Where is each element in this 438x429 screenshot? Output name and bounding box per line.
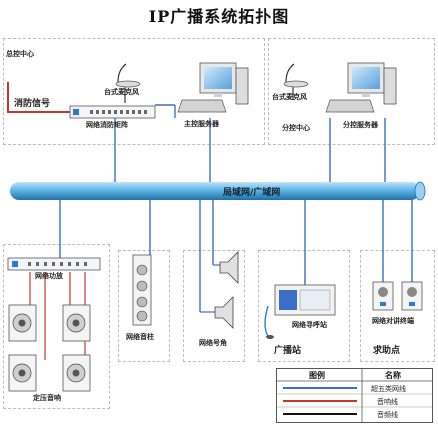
help-point-box [360, 250, 435, 362]
desk-mic-main-label: 台式麦克风 [104, 88, 139, 96]
desk-mic-sub-label: 台式麦克风 [272, 93, 307, 101]
matrix-label: 网络消防矩阵 [86, 121, 128, 129]
intercom-label: 网络对讲终端 [372, 317, 414, 325]
sub-server-label: 分控服务器 [343, 121, 378, 129]
column-speaker-unit [132, 254, 152, 326]
network-cables [59, 104, 413, 312]
speakers-label: 定压音响 [33, 394, 61, 402]
desk-mic-main [115, 63, 141, 88]
sub-server [325, 62, 397, 113]
main-server [177, 62, 249, 113]
audio-cables [124, 86, 294, 103]
amplifier-label: 网络功放 [35, 272, 63, 280]
sub-center-label: 分控中心 [282, 124, 310, 132]
legend: 图例 名称 超五类网线 音响线 音频线 [276, 368, 433, 423]
column-speaker-label: 网络音柱 [126, 333, 154, 341]
horn-label: 网络号角 [199, 339, 227, 347]
network-backbone [10, 181, 426, 201]
main-center-box [3, 38, 265, 145]
amplifier-group-box [3, 244, 110, 409]
paging-station-box [258, 250, 350, 362]
legend-item-audio-wire: 音频线 [377, 411, 398, 419]
legend-col-symbol: 图例 [309, 370, 325, 380]
horn-units [214, 251, 239, 329]
legend-item-cat5e: 超五类网线 [371, 385, 406, 393]
legend-col-name: 名称 [385, 370, 401, 380]
desk-mic-sub [283, 63, 309, 88]
horn-box [183, 250, 245, 362]
network-label: 局域网/广域网 [223, 188, 281, 198]
legend-item-speaker-wire: 音响线 [377, 398, 398, 406]
fire-signal-label: 消防信号 [14, 99, 51, 109]
sub-center-box [268, 38, 435, 145]
paging-station-label: 网络寻呼站 [292, 321, 327, 329]
paging-station-unit [264, 284, 336, 339]
column-speaker-box [118, 250, 170, 362]
help-point-label: 求助点 [373, 346, 401, 356]
main-server-label: 主控服务器 [184, 120, 219, 128]
diagram-title: IP广播系统拓扑图 [148, 7, 290, 26]
main-center-label: 总控中心 [6, 50, 34, 58]
network-amplifier [7, 257, 101, 271]
matrix-device [69, 105, 156, 119]
paging-station-group-label: 广播站 [274, 346, 302, 356]
